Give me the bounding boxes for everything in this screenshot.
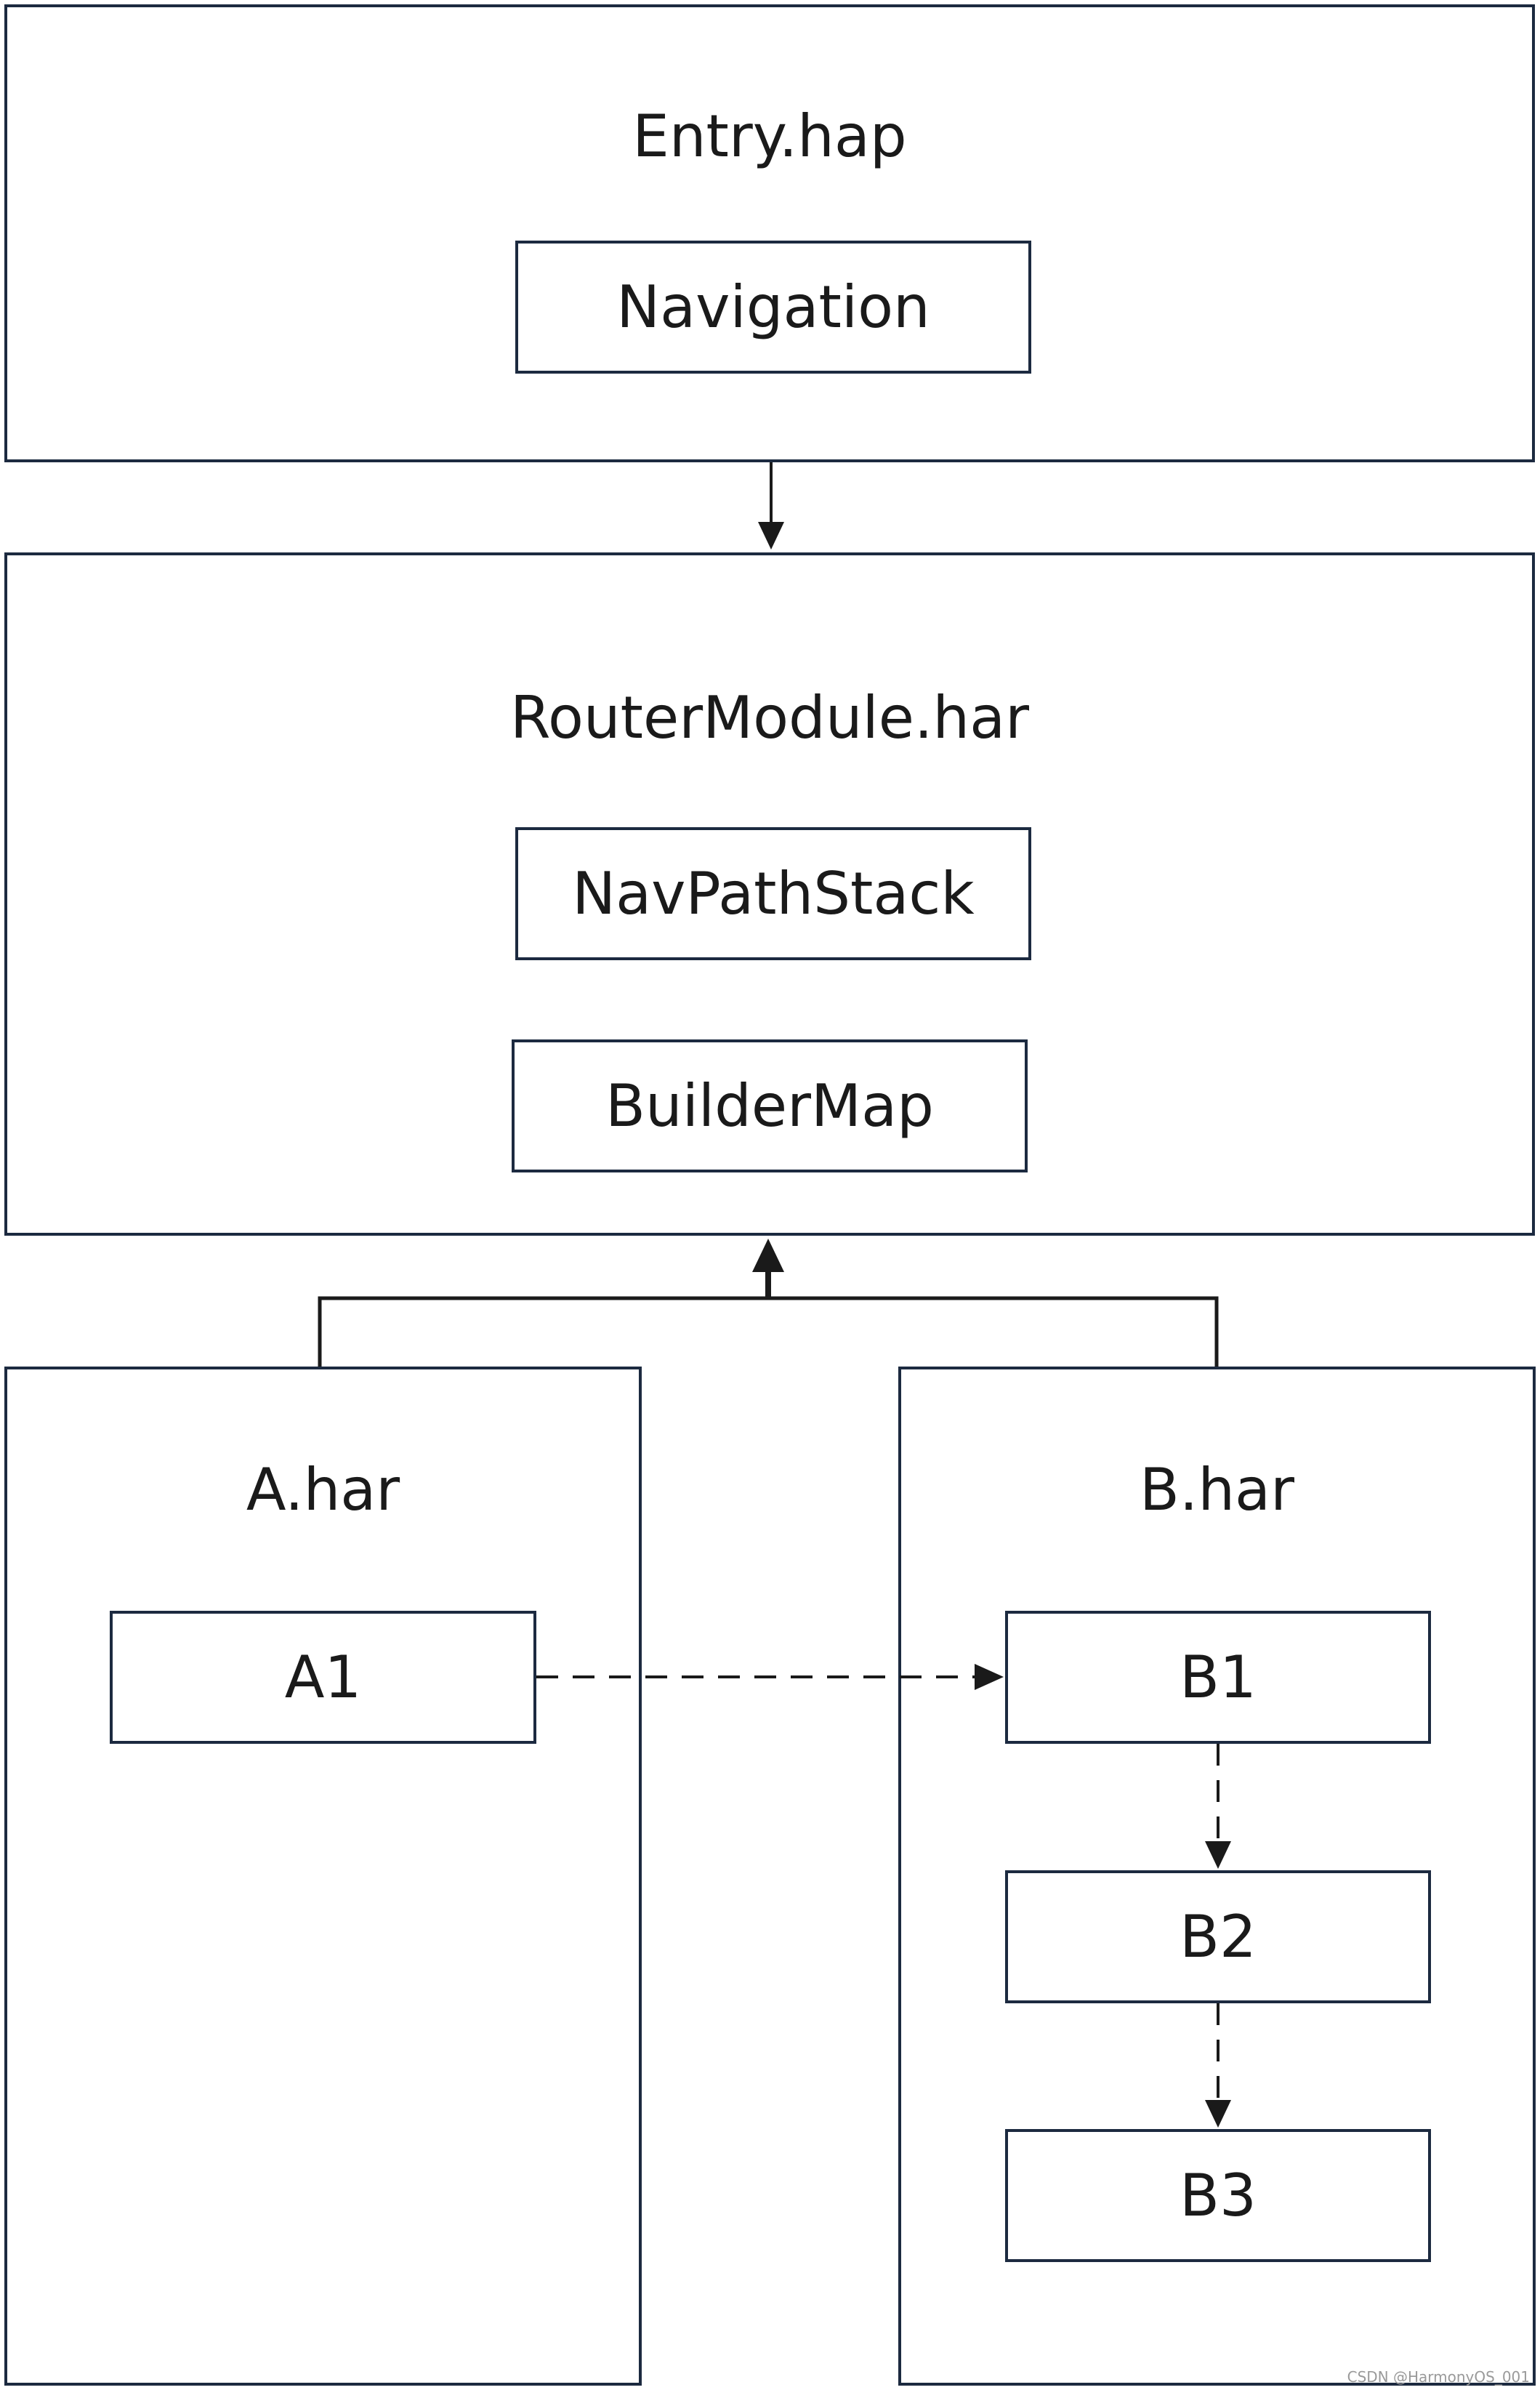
watermark-text: CSDN @HarmonyOS_001: [1347, 2368, 1530, 2386]
builder-map-node: BuilderMap: [512, 1039, 1028, 1172]
b2-node: B2: [1005, 1870, 1431, 2003]
a1-node: A1: [110, 1611, 536, 1744]
a-har-title: A.har: [246, 1456, 400, 1524]
router-module-har-title: RouterModule.har: [509, 684, 1030, 752]
entry-to-router-arrow: [758, 462, 784, 550]
b1-node: B1: [1005, 1611, 1431, 1744]
entry-hap-module: Entry.hap: [4, 4, 1535, 462]
b-har-title: B.har: [1140, 1456, 1294, 1524]
b3-node: B3: [1005, 2129, 1431, 2262]
har-to-router-arrow: [318, 1239, 1219, 1367]
navigation-node: Navigation: [515, 241, 1031, 374]
nav-path-stack-node: NavPathStack: [515, 827, 1031, 960]
a-har-module: A.har: [4, 1367, 642, 2386]
entry-hap-title: Entry.hap: [632, 102, 907, 170]
